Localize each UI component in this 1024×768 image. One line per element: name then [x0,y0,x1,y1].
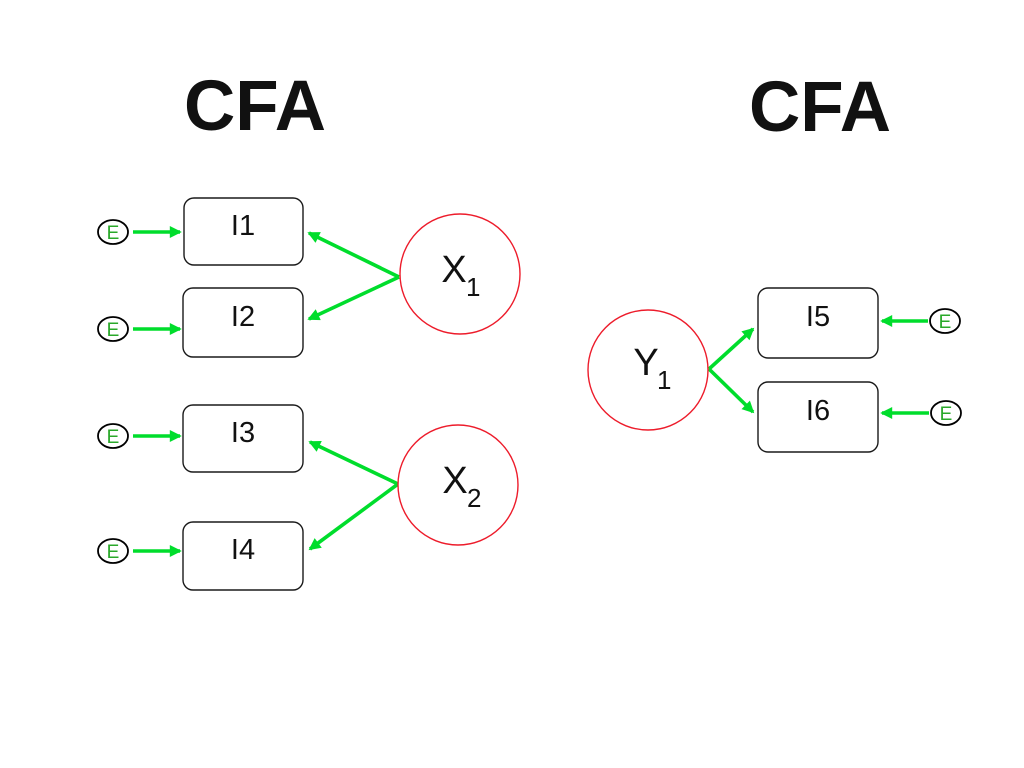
error-label-e1: E [107,223,120,244]
latent-label-x2: X [442,460,467,502]
latent-label-y1: Y [633,342,658,384]
loading-arrow-y1-to-i6 [707,367,755,414]
error-circle-e2 [97,316,129,342]
latent-circle-y1 [587,309,709,431]
error-label-e3: E [107,427,120,448]
loading-arrow-x1-to-i1 [307,231,400,279]
indicator-label-i4: I4 [231,534,255,566]
loading-arrow-x2-to-i4 [308,482,400,551]
latent-circle-x2 [397,424,519,546]
error-label-e2: E [107,320,120,341]
indicator-box-i6 [757,381,879,453]
indicator-label-i2: I2 [231,301,255,333]
indicator-box-i3 [182,404,304,473]
slide-title-left: CFA [184,67,326,146]
indicator-label-i5: I5 [806,301,830,333]
latent-label-x1: X [441,249,466,291]
indicator-box-i1 [183,197,304,266]
indicator-label-i3: I3 [231,417,255,449]
indicator-box-i5 [757,287,879,359]
latent-subscript-x2: 2 [467,483,481,513]
slide-title-right: CFA [749,68,891,147]
indicator-box-i2 [182,287,304,358]
error-circle-e4 [97,538,129,564]
error-label-e6: E [940,404,953,425]
error-circle-e1 [97,219,129,245]
error-circle-e6 [930,400,962,426]
latent-subscript-y1: 1 [657,365,671,395]
error-label-e5: E [939,312,952,333]
loading-arrow-x1-to-i2 [307,275,400,321]
loading-arrow-x2-to-i3 [308,440,399,486]
indicator-label-i6: I6 [806,395,830,427]
loading-arrow-y1-to-i5 [707,327,755,371]
error-label-e4: E [107,542,120,563]
indicator-label-i1: I1 [231,210,255,242]
latent-circle-x1 [399,213,521,335]
error-circle-e3 [97,423,129,449]
error-circle-e5 [929,308,961,334]
indicator-box-i4 [182,521,304,591]
latent-subscript-x1: 1 [466,272,480,302]
